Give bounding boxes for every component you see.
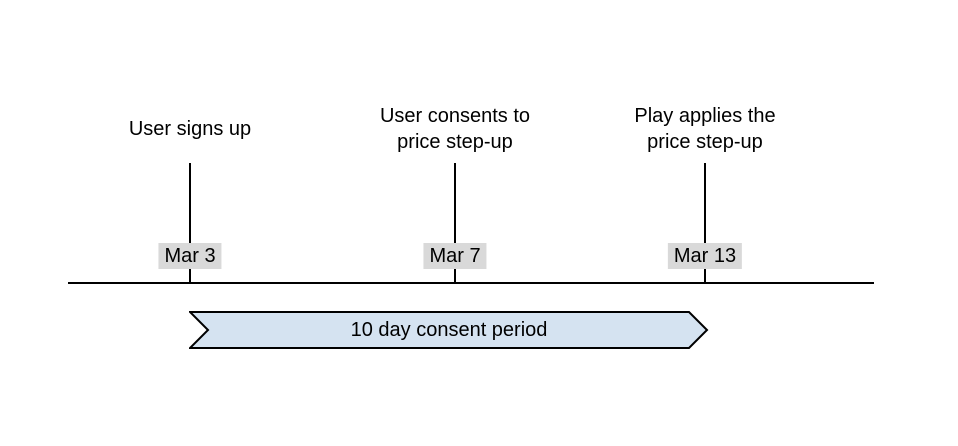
consent-period-banner xyxy=(189,311,709,349)
event-user-signs-up: User signs up Mar 3 xyxy=(80,103,300,283)
event-date-badge: Mar 7 xyxy=(423,243,487,269)
banner-arrow-shape xyxy=(189,311,709,349)
event-date-badge: Mar 13 xyxy=(667,243,743,269)
event-tick xyxy=(454,163,456,283)
banner-label: 10 day consent period xyxy=(350,318,548,341)
event-user-consents: User consents to price step-up Mar 7 xyxy=(345,103,565,283)
event-label: User consents to price step-up xyxy=(379,105,531,153)
event-tick xyxy=(189,163,191,283)
event-date-badge: Mar 3 xyxy=(158,243,222,269)
event-play-applies: Play applies the price step-up Mar 13 xyxy=(595,103,815,283)
event-tick xyxy=(704,163,706,283)
event-label: User signs up xyxy=(128,118,252,140)
timeline-axis xyxy=(68,282,874,284)
event-label: Play applies the price step-up xyxy=(634,105,776,153)
